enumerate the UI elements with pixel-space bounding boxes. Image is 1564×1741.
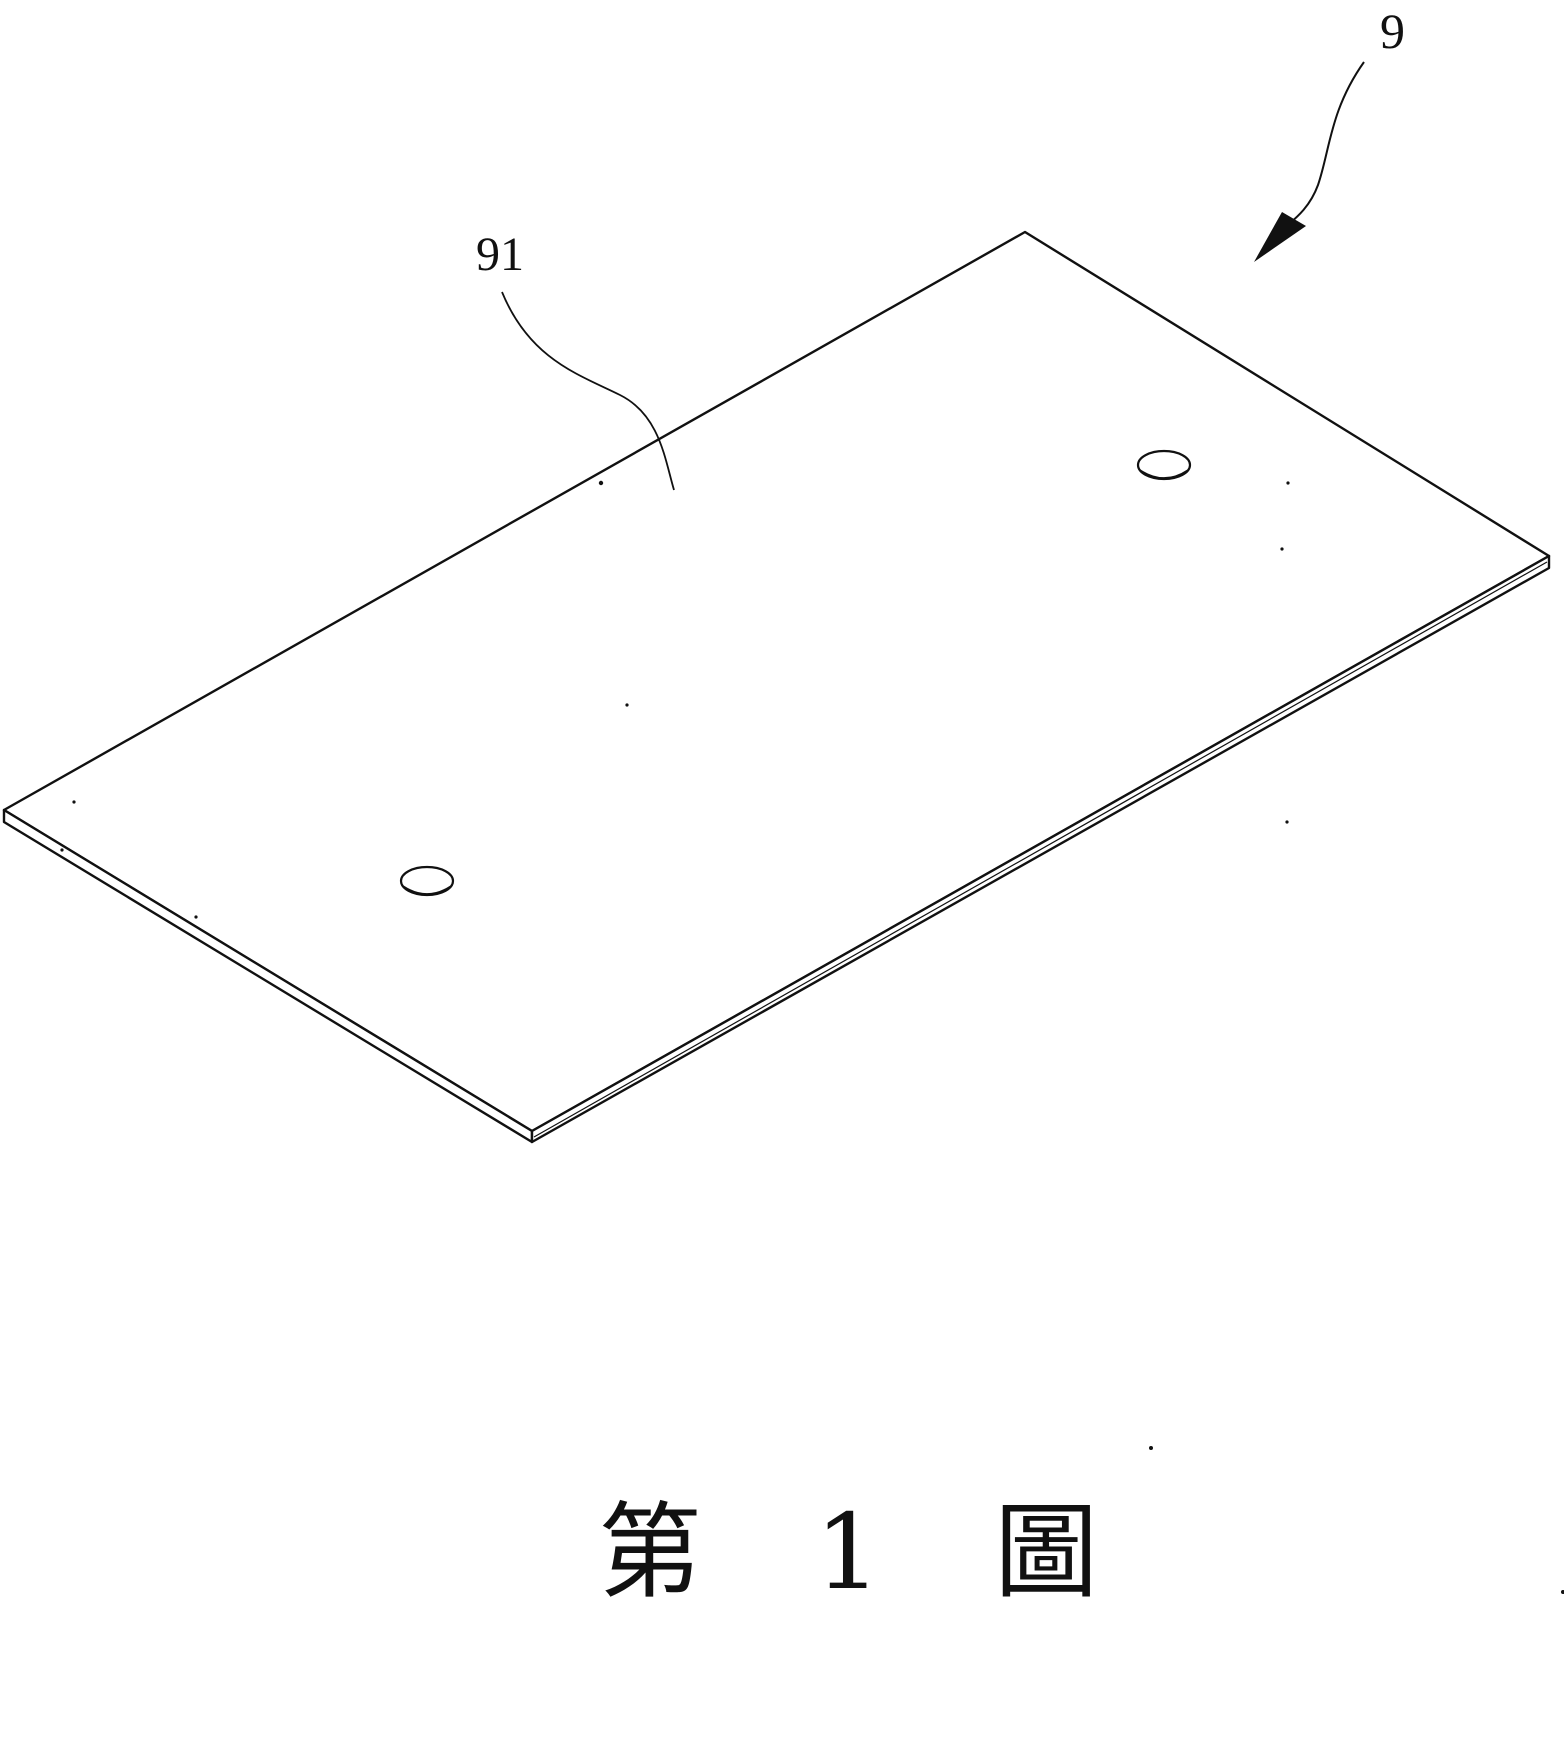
leader-arrow-assembly — [1254, 61, 1365, 262]
hole-lower-left — [399, 865, 455, 897]
label-assembly: 9 — [1380, 3, 1405, 59]
plate — [2, 230, 1551, 1144]
arrowhead-icon — [1254, 212, 1306, 262]
scan-specks — [60, 480, 1564, 1594]
hole-upper-right — [1136, 449, 1192, 481]
label-surface: 91 — [476, 228, 524, 281]
holes — [399, 449, 1192, 897]
leader-line-surface — [501, 291, 675, 491]
figure-caption: 第 1 圖 — [598, 1491, 1138, 1613]
